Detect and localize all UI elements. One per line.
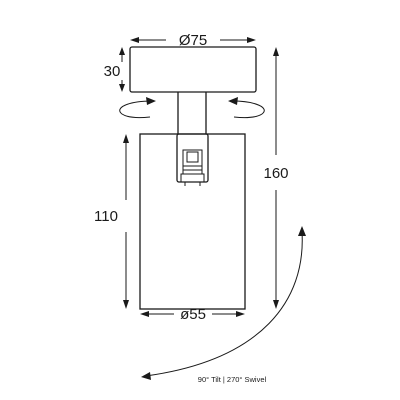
body-diameter-dimension [140,311,245,317]
body-height-dimension [123,134,129,309]
mounting-base [129,46,257,93]
lamp-body [139,133,246,310]
base-diameter-dimension [130,37,256,43]
tilt-arc-arrow [141,226,306,380]
total-height-label: 160 [263,165,288,182]
base-height-dimension [119,47,125,92]
base-diameter-label: Ø75 [179,32,207,49]
total-height-dimension [273,47,279,309]
swivel-arrow-right [228,97,265,119]
body-height-label: 110 [94,208,118,225]
stem [177,92,207,134]
tilt-joint [176,133,209,186]
motion-caption: 90° Tilt | 270° Swivel [198,375,267,384]
base-height-label: 30 [104,63,121,80]
swivel-arrow-left [119,97,156,119]
body-diameter-label: ø55 [180,306,206,323]
